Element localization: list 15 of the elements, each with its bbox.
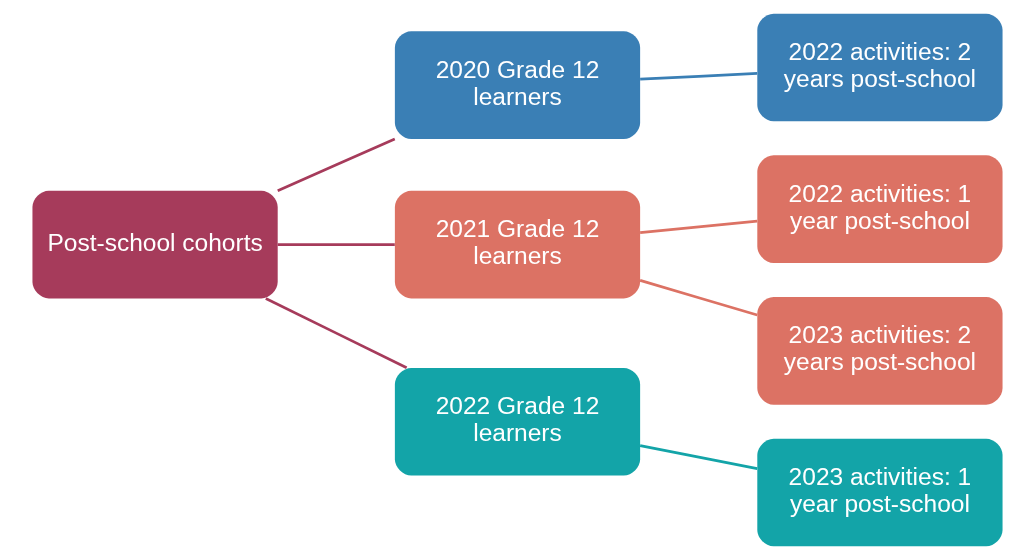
node-box: 2022 activities: 2 years post-school xyxy=(756,13,1003,122)
connector xyxy=(264,297,407,369)
connector xyxy=(639,219,757,234)
node-box: 2020 Grade 12 learners xyxy=(394,31,640,139)
node-box: 2023 activities: 1 year post-school xyxy=(756,438,1003,547)
connector xyxy=(639,444,757,470)
node-box: 2022 activities: 1 year post-school xyxy=(756,155,1003,263)
node-box: Post-school cohorts xyxy=(31,190,278,299)
connector xyxy=(276,137,395,193)
connector xyxy=(639,72,757,81)
connector xyxy=(639,279,758,317)
node-box: 2023 activities: 2 years post-school xyxy=(756,297,1003,405)
node-box: 2021 Grade 12 learners xyxy=(394,190,640,299)
node-box: 2022 Grade 12 learners xyxy=(394,367,640,476)
connector xyxy=(277,243,395,246)
